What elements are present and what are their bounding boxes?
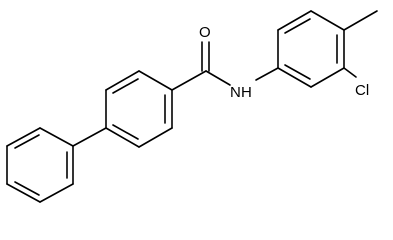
bond [277, 10, 312, 31]
methyl-bond [343, 10, 378, 31]
hydrogen-label: H [241, 84, 252, 101]
aromatic-inner-bond [112, 124, 139, 140]
structure-canvas: O N H Cl [6, 10, 378, 203]
bond [105, 127, 140, 148]
chloromethylphenyl-ring [277, 10, 345, 88]
bond [105, 70, 140, 91]
ring-to-carbonyl-bond [171, 70, 207, 91]
aromatic-inner-bond [284, 18, 311, 34]
bond [277, 67, 312, 88]
chlorine-label: Cl [355, 82, 369, 99]
aromatic-inner-bond [284, 64, 311, 80]
bond [6, 127, 41, 147]
carbonyl-to-nitrogen-bond [205, 70, 231, 86]
molecule-structure: O N H Cl [6, 10, 378, 203]
bond [39, 183, 74, 203]
bond [39, 127, 74, 147]
bond [310, 67, 345, 88]
nitrogen-to-ring-bond [255, 67, 279, 81]
bond [310, 10, 345, 31]
bond [138, 127, 173, 148]
chloro-bond [343, 67, 357, 78]
aromatic-inner-bond [14, 181, 40, 196]
bond [138, 70, 173, 91]
nitrogen-label: N [230, 84, 241, 101]
bond [6, 183, 41, 203]
phenylene-ring [105, 70, 173, 148]
aromatic-inner-bond [14, 134, 40, 149]
aromatic-inner-bond [112, 78, 139, 94]
oxygen-label: O [199, 24, 211, 41]
biaryl-bond [72, 127, 107, 147]
phenyl-ring-terminal [6, 127, 74, 203]
